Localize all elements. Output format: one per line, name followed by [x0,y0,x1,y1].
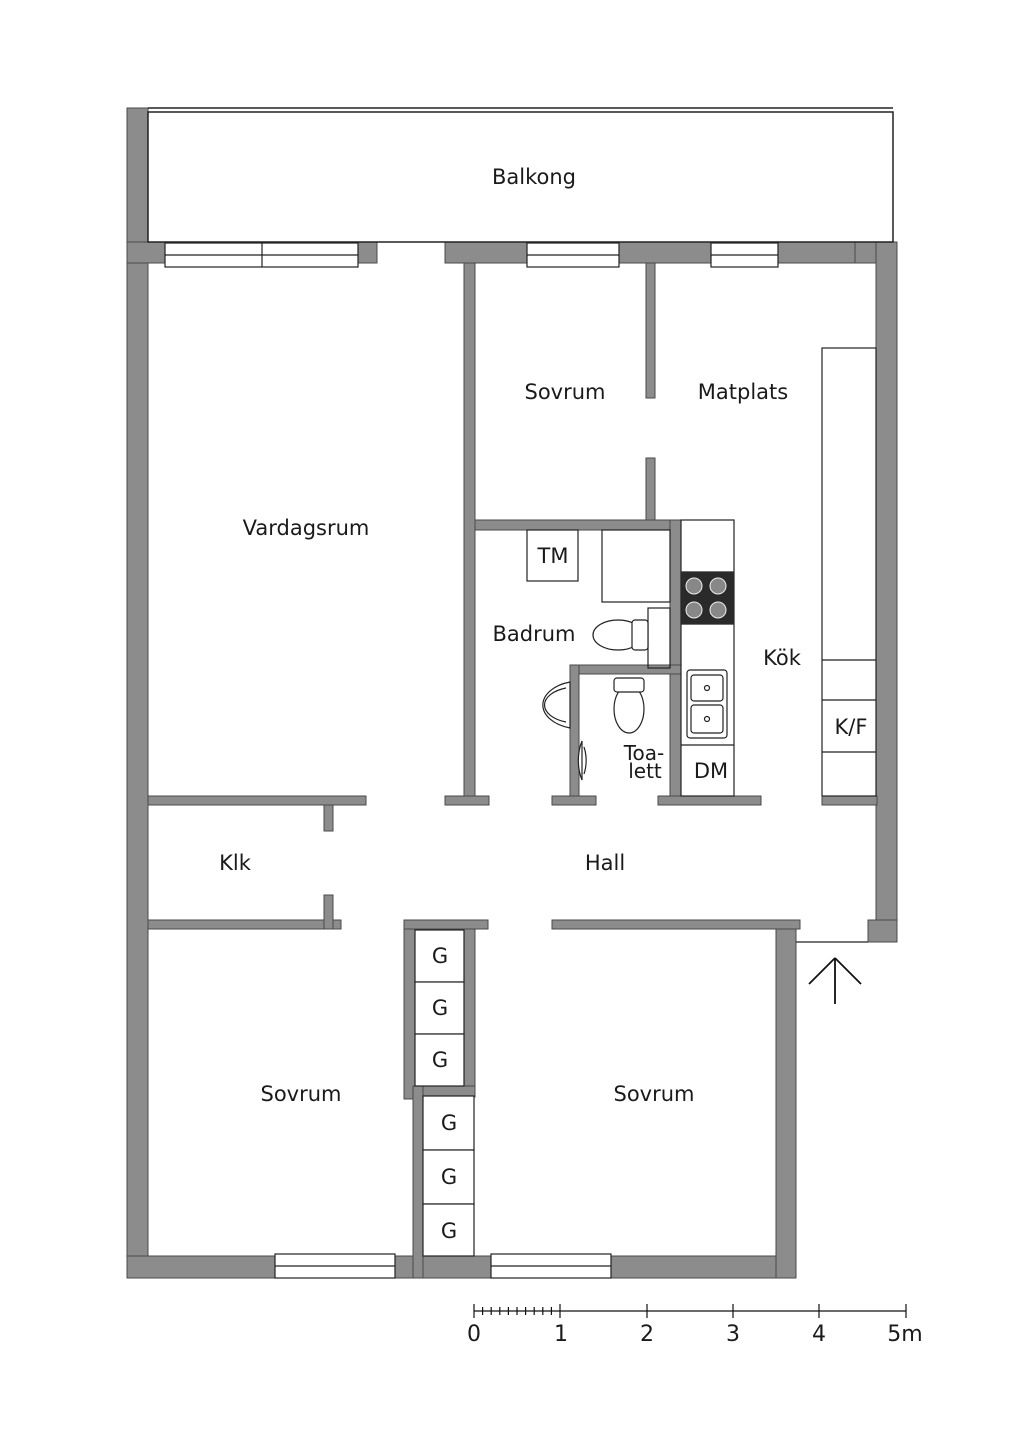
walls [126,107,898,1279]
storage-label: G [432,996,448,1020]
storage-boxes [414,929,475,1257]
storage-label: G [441,1219,457,1243]
balcony [147,107,894,243]
storage-label: G [432,1048,448,1072]
toilet-icon [592,619,649,734]
room-labels: Balkong Sovrum Matplats Vardagsrum Badru… [219,165,802,1106]
toalett-label-line2: lett [628,759,662,783]
tm-label: TM [537,544,569,568]
kok-label: Kök [763,646,802,670]
scale-tick-label: 1 [554,1322,568,1347]
vardagsrum-label: Vardagsrum [243,516,370,540]
matplats-label: Matplats [698,380,788,404]
windows [164,242,779,1279]
sovrum-left-label: Sovrum [260,1082,341,1106]
scale-labels: 0 1 2 3 4 5m [467,1322,923,1347]
fixture-labels: TM DM K/F G G G G G G [432,544,868,1243]
entrance-arrow-icon [808,957,862,1004]
scale-tick-label: 2 [640,1322,654,1347]
badrum-label: Badrum [492,622,575,646]
stove-icon [681,572,734,624]
dm-label: DM [694,759,728,783]
scale-tick-label: 3 [726,1322,740,1347]
scale-bar [473,1304,907,1318]
toalett-label-line1: Toa- [623,741,665,765]
sovrum-right-label: Sovrum [613,1082,694,1106]
scale-tick-label: 5m [887,1322,922,1347]
storage-label: G [432,944,448,968]
hall-label: Hall [585,851,625,875]
scale-tick-label: 4 [812,1322,826,1347]
sink-icon [542,681,587,781]
balkong-label: Balkong [492,165,576,189]
klk-label: Klk [219,851,252,875]
storage-label: G [441,1111,457,1135]
storage-label: G [441,1165,457,1189]
sovrum-top-label: Sovrum [524,380,605,404]
kf-label: K/F [835,715,868,739]
scale-tick-label: 0 [467,1322,481,1347]
